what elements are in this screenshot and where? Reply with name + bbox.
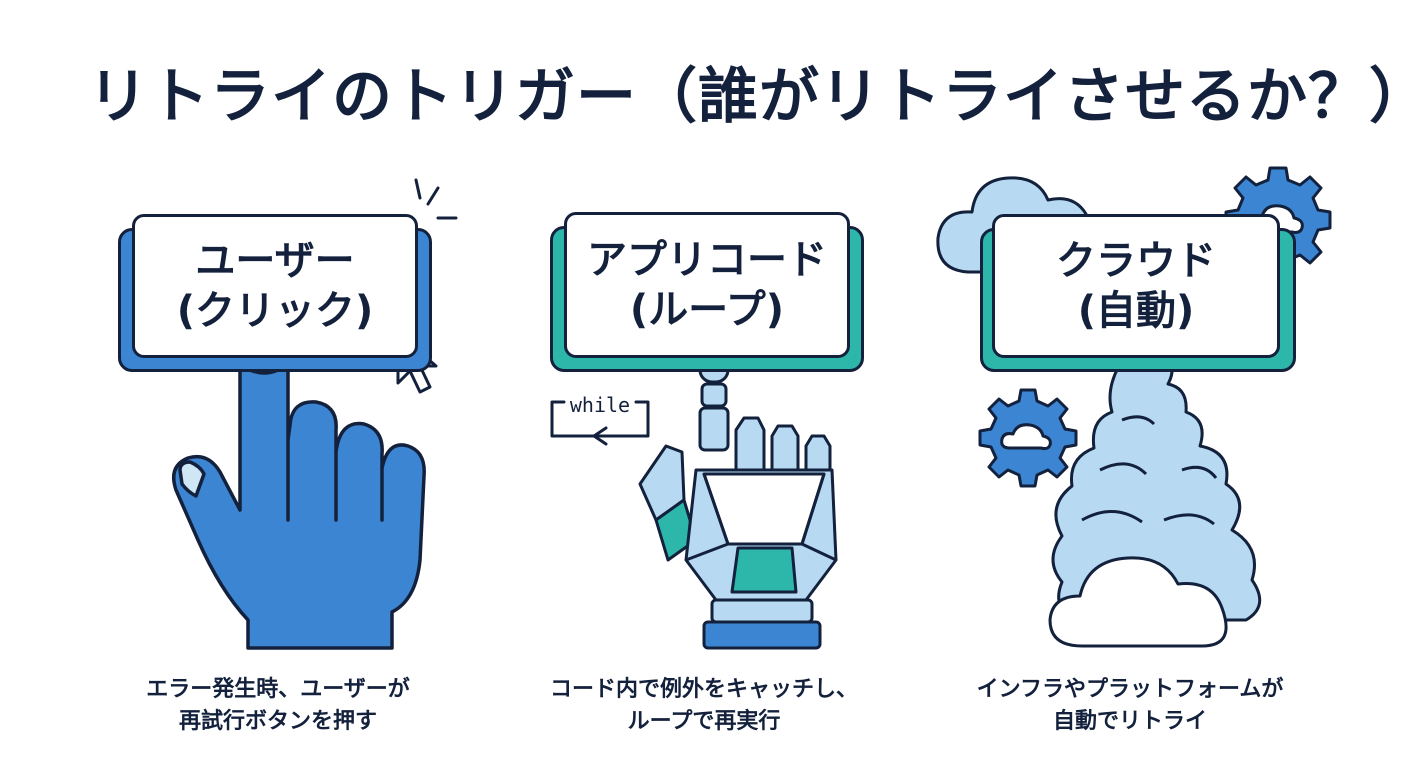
app-button-line1: アプリコード [587,237,827,283]
caption-user-line1: エラー発生時、ユーザーが [146,677,410,702]
panel-cloud: クラウド (自動) [932,0,1332,768]
caption-app-line1: コード内で例外をキャッチし、 [549,677,858,702]
caption-app-line2: ループで再実行 [627,708,781,734]
page-title: リトライのトリガー（誰がリトライさせるか？） [88,62,1408,132]
pointing-hand-icon [172,336,426,650]
cloud-auto-button[interactable]: クラウド (自動) [992,214,1280,358]
cloud-illustration [936,166,1332,648]
robot-hand-icon [638,336,838,650]
caption-cloud-line1: インフラやプラットフォームが [976,677,1284,702]
pointing-hand-illustration [172,178,458,650]
cloud-button-line2: (自動) [1077,288,1195,334]
panel-user: ユーザー (クリック) [80,0,480,768]
caption-cloud: インフラやプラットフォームが 自動でリトライ [930,674,1330,738]
cloud-plume [1051,340,1262,622]
loop-arrow-icon [550,400,650,446]
caption-app-code: コード内で例外をキャッチし、 ループで再実行 [504,674,904,738]
while-code-label: while [570,393,630,417]
panel-app-code: while アプリコード (ループ) [506,0,906,768]
app-loop-button[interactable]: アプリコード (ループ) [564,212,850,358]
robot-hand-illustration: while [550,336,838,650]
caption-user-line2: 再試行ボタンを押す [178,708,377,734]
app-button-line2: (ループ) [629,287,785,333]
user-button-line1: ユーザー [195,238,355,284]
user-button-line2: (クリック) [176,288,374,334]
caption-user: エラー発生時、ユーザーが 再試行ボタンを押す [78,674,478,738]
gear-cloud-icon [978,388,1078,488]
cloud-icon [1048,556,1228,648]
user-click-button[interactable]: ユーザー (クリック) [132,214,418,358]
caption-cloud-line2: 自動でリトライ [1052,708,1207,734]
cloud-button-line1: クラウド [1056,238,1216,284]
